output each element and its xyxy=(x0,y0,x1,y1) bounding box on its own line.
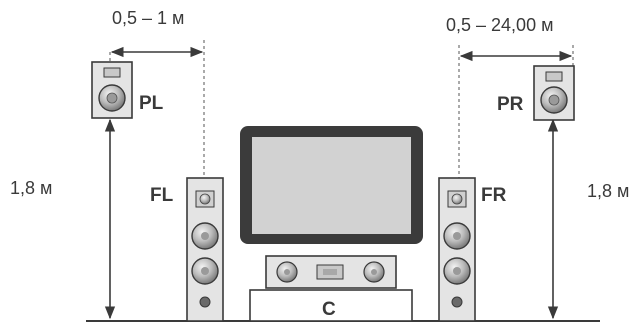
tv-stand xyxy=(249,289,413,322)
right-height-label: 1,8 м xyxy=(587,181,629,201)
speaker-c-label: C xyxy=(322,299,336,320)
speaker-c xyxy=(265,255,397,289)
tv xyxy=(240,126,423,244)
speaker-fr-label: FR xyxy=(481,185,507,206)
left-distance-label: 0,5 – 1 м xyxy=(112,8,184,28)
speaker-pl xyxy=(91,61,133,119)
speaker-pl-label: PL xyxy=(139,93,164,114)
speaker-fr xyxy=(438,177,476,322)
speaker-pr xyxy=(533,65,575,121)
speaker-pr-label: PR xyxy=(497,94,524,115)
right-distance-label: 0,5 – 24,00 м xyxy=(446,15,553,35)
left-height-label: 1,8 м xyxy=(10,178,52,198)
speaker-fl xyxy=(186,177,224,322)
speaker-fl-label: FL xyxy=(150,185,174,206)
